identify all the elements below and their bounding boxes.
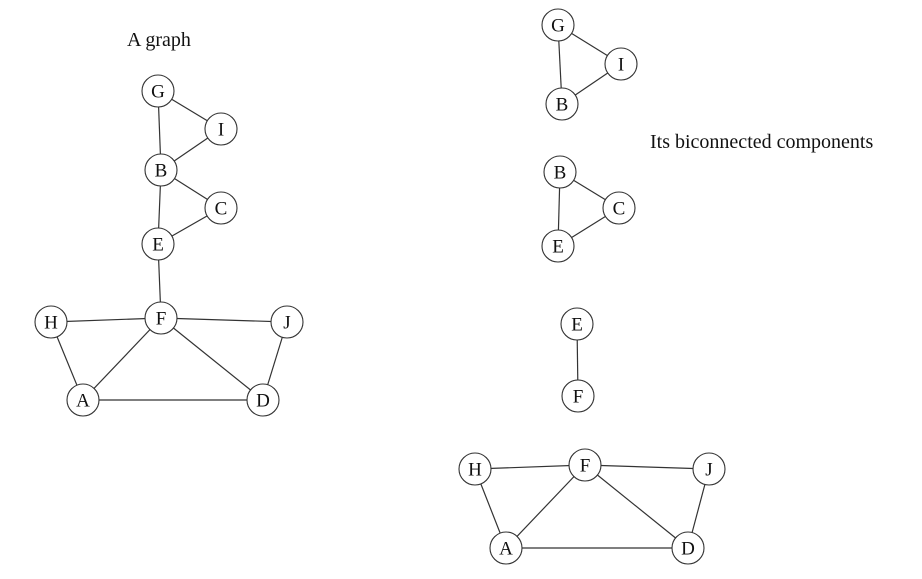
node-label: E bbox=[571, 315, 583, 336]
node-c: C bbox=[204, 191, 238, 225]
node-circle bbox=[246, 383, 280, 417]
edge-h-f bbox=[50, 317, 162, 323]
node-d: D bbox=[246, 383, 280, 417]
node-d: D bbox=[671, 531, 705, 565]
node-label: F bbox=[573, 387, 584, 408]
edge-a-f bbox=[82, 317, 162, 401]
node-f: F bbox=[561, 379, 595, 413]
node-label: B bbox=[155, 161, 168, 182]
node-j: J bbox=[270, 305, 304, 339]
components-caption: Its biconnected components bbox=[650, 131, 874, 153]
node-a: A bbox=[66, 383, 100, 417]
node-circle bbox=[541, 229, 575, 263]
node-label: F bbox=[580, 456, 591, 477]
node-h: H bbox=[34, 305, 68, 339]
node-label: D bbox=[681, 539, 695, 560]
node-circle bbox=[545, 87, 579, 121]
node-b: B bbox=[543, 155, 577, 189]
node-circle bbox=[204, 191, 238, 225]
node-circle bbox=[144, 301, 178, 335]
edge-f-d bbox=[584, 464, 689, 549]
node-circle bbox=[489, 531, 523, 565]
node-circle bbox=[671, 531, 705, 565]
component-gib: G I B bbox=[541, 8, 638, 121]
node-label: I bbox=[218, 120, 224, 141]
node-e: E bbox=[560, 307, 594, 341]
node-circle bbox=[602, 191, 636, 225]
node-label: C bbox=[215, 199, 228, 220]
node-label: H bbox=[468, 460, 482, 481]
node-circle bbox=[561, 379, 595, 413]
node-label: E bbox=[152, 235, 164, 256]
node-circle bbox=[458, 452, 492, 486]
node-e: E bbox=[141, 227, 175, 261]
node-circle bbox=[204, 112, 238, 146]
edge-f-j bbox=[160, 317, 288, 323]
node-b: B bbox=[545, 87, 579, 121]
node-label: G bbox=[551, 16, 565, 37]
node-label: H bbox=[44, 313, 58, 334]
node-circle bbox=[270, 305, 304, 339]
node-label: B bbox=[554, 163, 567, 184]
node-circle bbox=[66, 383, 100, 417]
node-circle bbox=[568, 448, 602, 482]
node-j: J bbox=[692, 452, 726, 486]
node-label: J bbox=[705, 460, 712, 481]
node-label: F bbox=[156, 309, 167, 330]
node-i: I bbox=[604, 47, 638, 81]
component-ef: EF bbox=[560, 307, 595, 413]
node-label: A bbox=[499, 539, 513, 560]
node-circle bbox=[692, 452, 726, 486]
node-i: I bbox=[204, 112, 238, 146]
node-label: C bbox=[613, 199, 626, 220]
node-label: G bbox=[151, 82, 165, 103]
edge-h-f bbox=[474, 464, 586, 470]
node-c: C bbox=[602, 191, 636, 225]
node-g: G bbox=[141, 74, 175, 108]
node-circle bbox=[543, 155, 577, 189]
node-label: B bbox=[556, 95, 569, 116]
edge-f-j bbox=[584, 464, 710, 470]
node-circle bbox=[141, 227, 175, 261]
node-g: G bbox=[541, 8, 575, 42]
node-label: I bbox=[618, 55, 624, 76]
node-circle bbox=[560, 307, 594, 341]
edge-a-f bbox=[505, 464, 586, 549]
node-a: A bbox=[489, 531, 523, 565]
component-bce: B C E bbox=[541, 155, 636, 263]
node-circle bbox=[141, 74, 175, 108]
node-circle bbox=[144, 153, 178, 187]
node-f: F bbox=[144, 301, 178, 335]
node-circle bbox=[604, 47, 638, 81]
node-circle bbox=[541, 8, 575, 42]
node-h: H bbox=[458, 452, 492, 486]
node-label: E bbox=[552, 237, 564, 258]
component-hfjad: H F J A D bbox=[458, 448, 726, 565]
node-b: B bbox=[144, 153, 178, 187]
original-graph: G I B C E F H J A D bbox=[34, 74, 304, 417]
node-circle bbox=[34, 305, 68, 339]
node-e: E bbox=[541, 229, 575, 263]
graph-caption: A graph bbox=[127, 29, 191, 51]
node-label: J bbox=[283, 313, 290, 334]
node-label: D bbox=[256, 391, 270, 412]
edge-f-d bbox=[160, 317, 264, 401]
node-label: A bbox=[76, 391, 90, 412]
node-f: F bbox=[568, 448, 602, 482]
